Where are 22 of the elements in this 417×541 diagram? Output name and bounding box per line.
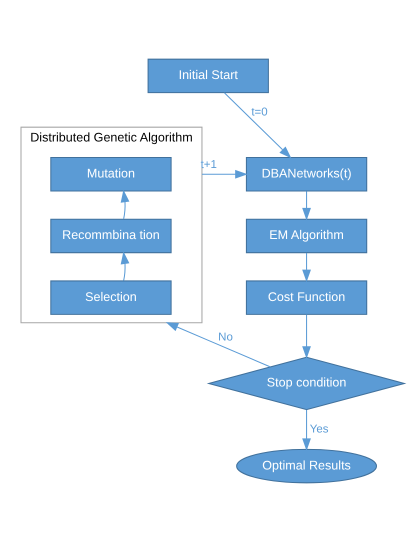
node-box: EM Algorithm: [246, 218, 368, 253]
node-ellipse: Optimal Results: [236, 448, 378, 483]
node-box: Cost Function: [246, 280, 368, 314]
arrow: [120, 250, 130, 280]
node-diamond: Stop condition: [206, 356, 406, 410]
node-box: Selection: [50, 280, 172, 314]
arrow: [224, 92, 292, 158]
arrow: [302, 190, 311, 220]
edge-label: t=0: [251, 106, 268, 118]
arrow: [302, 314, 311, 358]
arrow: [120, 189, 130, 218]
arrow: [302, 409, 311, 450]
edge-label: t+1: [200, 158, 217, 170]
arrow: [202, 169, 248, 178]
node-box: Initial Start: [148, 58, 269, 93]
arrow: [302, 252, 311, 282]
node-box: DBANetworks(t): [246, 156, 368, 191]
edge-label: No: [218, 330, 233, 343]
arrow: [166, 322, 270, 367]
node-box: Mutation: [50, 156, 172, 191]
node-box: Recommbina tion: [50, 218, 172, 253]
edge-label: Yes: [310, 422, 328, 435]
